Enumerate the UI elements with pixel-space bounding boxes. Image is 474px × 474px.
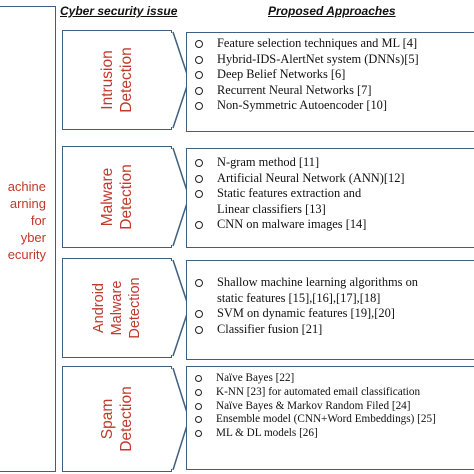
list-item: K-NN [23] for automated email classifica…: [195, 386, 474, 400]
list-item: N-gram method [11]: [195, 155, 474, 171]
item-line: ML & DL models [26]: [216, 427, 318, 440]
issue-title-line: Malware: [99, 167, 116, 227]
item-line: Classifier fusion [21]: [217, 321, 323, 336]
list-item: Classifier fusion [21]: [195, 322, 474, 338]
item-line: Recurrent Neural Networks [7]: [217, 82, 372, 97]
list-item: ML & DL models [26]: [195, 427, 474, 441]
circle-bullet-icon: [195, 310, 203, 318]
header-cyber-security-issue: Cyber security issue: [60, 4, 178, 18]
item-line: Deep Belief Networks [6]: [217, 67, 346, 81]
circle-bullet-icon: [195, 279, 203, 287]
issue-box-intrusion-detection: Intrusion Detection: [62, 30, 172, 130]
circle-bullet-icon: [195, 221, 203, 229]
circle-bullet-icon: [195, 55, 203, 64]
list-item: Non-Symmetric Autoencoder [10]: [195, 98, 474, 114]
main-label-line: for: [30, 213, 46, 228]
list-item: Naïve Bayes [22]: [195, 372, 474, 386]
issue-title-line: Android: [91, 283, 107, 333]
list-item: Ensemble model (CNN+Word Embeddings) [25…: [195, 413, 474, 427]
circle-bullet-icon: [195, 102, 203, 110]
issue-title: Intrusion Detection: [98, 47, 136, 112]
item-line: Shallow machine learning algorithms on: [217, 275, 418, 289]
item-line: Non-Symmetric Autoencoder [10]: [217, 98, 387, 112]
issue-title-line: Detection: [127, 277, 143, 339]
issue-title-line: Detection: [118, 47, 135, 113]
main-label-line: arning: [9, 196, 46, 211]
main-category-box: [0, 6, 56, 472]
issue-box-malware-detection: Malware Detection: [62, 146, 172, 248]
list-item: Naïve Bayes & Markov Random Filed [24]: [195, 400, 474, 414]
item-line: Static features extraction and: [217, 186, 362, 200]
circle-bullet-icon: [195, 174, 203, 183]
circle-bullet-icon: [195, 40, 203, 48]
issue-title-line: Malware: [109, 280, 125, 336]
issue-title: Android Malware Detection: [90, 277, 144, 338]
item-line: Naïve Bayes [22]: [216, 372, 295, 384]
item-line: Artificial Neural Network (ANN)[12]: [217, 170, 405, 185]
item-line: static features [15],[16],[17],[18]: [217, 290, 381, 305]
list-item: Recurrent Neural Networks [7]: [195, 83, 474, 99]
approach-box-spam-detection: Naïve Bayes [22] K-NN [23] for automated…: [186, 366, 474, 470]
main-label-line: yber: [20, 230, 46, 245]
issue-title-line: Intrusion: [99, 50, 116, 110]
circle-bullet-icon: [195, 402, 202, 410]
item-line: K-NN [23] for automated email classifica…: [216, 385, 421, 398]
item-line: Hybrid-IDS-AlertNet system (DNNs)[5]: [217, 51, 419, 66]
list-item: Hybrid-IDS-AlertNet system (DNNs)[5]: [195, 52, 474, 68]
issue-box-spam-detection: Spam Detection: [62, 366, 172, 472]
list-item: CNN on malware images [14]: [195, 217, 474, 233]
item-line: N-gram method [11]: [217, 155, 320, 169]
approach-list: N-gram method [11] Artificial Neural Net…: [187, 149, 474, 233]
issue-title: Malware Detection: [98, 164, 136, 229]
approach-list: Feature selection techniques and ML [4] …: [187, 33, 474, 114]
list-item: Feature selection techniques and ML [4]: [195, 36, 474, 52]
circle-bullet-icon: [195, 190, 203, 198]
circle-bullet-icon: [195, 71, 203, 79]
approach-box-intrusion-detection: Feature selection techniques and ML [4] …: [186, 32, 474, 132]
circle-bullet-icon: [195, 159, 203, 167]
item-line: Linear classifiers [13]: [217, 201, 326, 216]
circle-bullet-icon: [195, 430, 202, 438]
issue-title-line: Detection: [118, 386, 135, 452]
issue-title-line: Detection: [118, 164, 135, 230]
circle-bullet-icon: [195, 86, 203, 95]
circle-bullet-icon: [195, 375, 202, 382]
list-item: Deep Belief Networks [6]: [195, 67, 474, 83]
circle-bullet-icon: [195, 416, 202, 424]
issue-box-android-malware-detection: Android Malware Detection: [62, 258, 172, 358]
approach-box-malware-detection: N-gram method [11] Artificial Neural Net…: [186, 148, 474, 248]
item-line: Naïve Bayes & Markov Random Filed [24]: [216, 399, 411, 412]
main-label-line: ecurity: [7, 247, 46, 262]
list-item: Artificial Neural Network (ANN)[12]: [195, 171, 474, 187]
header-proposed-approaches: Proposed Approaches: [268, 4, 396, 18]
circle-bullet-icon: [195, 325, 203, 334]
item-line: CNN on malware images [14]: [217, 217, 367, 231]
circle-bullet-icon: [195, 388, 202, 396]
main-category-label: achine arning for yber ecurity: [0, 178, 46, 263]
issue-title-line: Spam: [99, 398, 116, 440]
main-label-line: achine: [7, 179, 46, 194]
item-line: SVM on dynamic features [19],[20]: [217, 306, 395, 320]
item-line: Feature selection techniques and ML [4]: [217, 36, 418, 50]
approach-list: Naïve Bayes [22] K-NN [23] for automated…: [187, 367, 474, 441]
list-item: SVM on dynamic features [19],[20]: [195, 306, 474, 322]
issue-title: Spam Detection: [98, 386, 136, 451]
item-line: Ensemble model (CNN+Word Embeddings) [25…: [216, 413, 436, 426]
